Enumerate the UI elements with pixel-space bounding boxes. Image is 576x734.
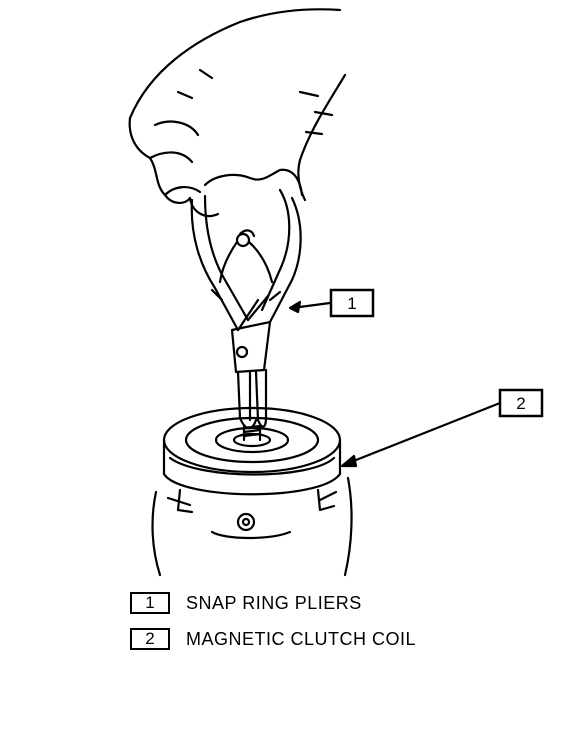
- legend-item-magnetic-clutch-coil: 2 MAGNETIC CLUTCH COIL: [130, 621, 550, 657]
- legend-number-1: 1: [130, 592, 170, 614]
- snap-ring-pliers-icon: [190, 188, 302, 430]
- hand-icon: [128, 8, 347, 218]
- magnetic-clutch-coil-icon: [151, 406, 353, 577]
- technical-illustration: 1 2: [128, 8, 544, 577]
- legend-label-1: SNAP RING PLIERS: [186, 592, 362, 613]
- callout-2-leader: [340, 401, 502, 468]
- callout-2-number: 2: [516, 394, 525, 413]
- callout-2-box: 2: [498, 388, 544, 418]
- legend: 1 SNAP RING PLIERS 2 MAGNETIC CLUTCH COI…: [130, 585, 550, 657]
- legend-item-snap-ring-pliers: 1 SNAP RING PLIERS: [130, 585, 550, 621]
- callout-1-leader: [288, 300, 332, 314]
- legend-number-2: 2: [130, 628, 170, 650]
- callout-1-number: 1: [347, 294, 356, 313]
- callout-1-box: 1: [329, 288, 375, 318]
- legend-label-2: MAGNETIC CLUTCH COIL: [186, 628, 417, 649]
